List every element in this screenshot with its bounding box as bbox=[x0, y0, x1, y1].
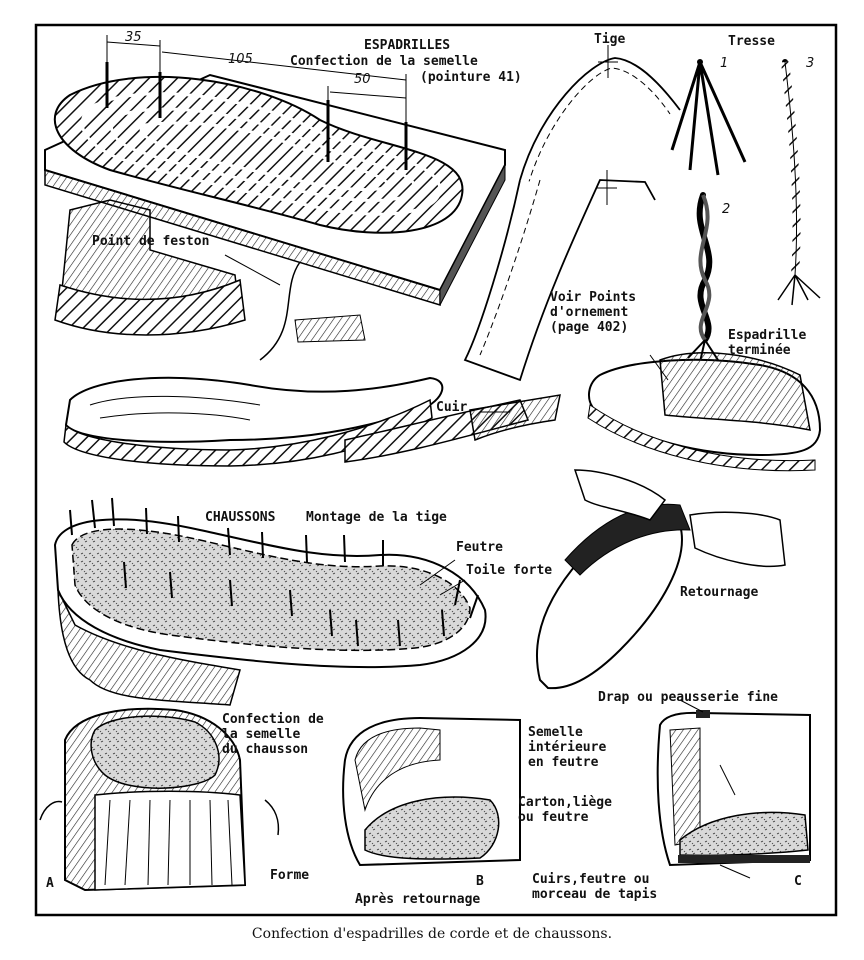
sole-braid-drawing bbox=[64, 378, 560, 466]
apres-retournage-label: Après retournage bbox=[355, 892, 480, 907]
detail-c-drawing bbox=[658, 710, 810, 865]
tresse-title: Tresse bbox=[728, 34, 775, 49]
drap-label: Drap ou peausserie fine bbox=[598, 690, 778, 705]
carton-label: Carton,liège ou feutre bbox=[518, 795, 612, 825]
espadrilles-subtitle: Confection de la semelle bbox=[290, 54, 478, 69]
espadrilles-size: (pointure 41) bbox=[420, 70, 522, 85]
point-de-feston-label: Point de feston bbox=[92, 234, 209, 249]
voir-points-label: Voir Points d'ornement (page 402) bbox=[550, 290, 636, 335]
chausson-last-drawing bbox=[55, 498, 486, 705]
tige-label: Tige bbox=[594, 32, 625, 47]
tresse-drawing bbox=[672, 59, 820, 362]
forme-label: Forme bbox=[270, 868, 309, 883]
letter-c: C bbox=[794, 874, 802, 889]
letter-b: B bbox=[476, 874, 484, 889]
chaussons-title: CHAUSSONS bbox=[205, 510, 275, 525]
dimension-105: 105 bbox=[228, 52, 253, 67]
letter-a: A bbox=[46, 876, 54, 891]
toile-forte-label: Toile forte bbox=[466, 563, 552, 578]
feutre-label: Feutre bbox=[456, 540, 503, 555]
dimension-35: 35 bbox=[125, 30, 142, 45]
confection-semelle-label: Confection de la semelle du chausson bbox=[222, 712, 324, 757]
cuir-label: Cuir bbox=[436, 400, 467, 415]
dimension-50: 50 bbox=[354, 72, 371, 87]
chaussons-subtitle: Montage de la tige bbox=[306, 510, 447, 525]
tresse-step-1: 1 bbox=[720, 56, 728, 71]
retournage-drawing bbox=[537, 470, 785, 688]
tresse-step-2: 2 bbox=[722, 202, 730, 217]
retournage-label: Retournage bbox=[680, 585, 758, 600]
detail-b-drawing bbox=[343, 718, 520, 865]
espadrilles-title: ESPADRILLES bbox=[364, 38, 450, 53]
espadrille-finished-drawing bbox=[588, 353, 820, 471]
cuirs-label: Cuirs,feutre ou morceau de tapis bbox=[532, 872, 657, 902]
espadrille-terminee-label: Espadrille terminée bbox=[728, 328, 806, 358]
tresse-step-3: 3 bbox=[806, 56, 814, 71]
figure-caption: Confection d'espadrilles de corde et de … bbox=[0, 926, 864, 942]
semelle-interieure-label: Semelle intérieure en feutre bbox=[528, 725, 606, 770]
